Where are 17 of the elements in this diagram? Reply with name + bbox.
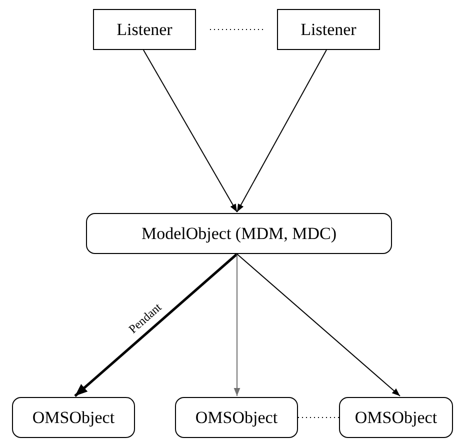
node-label: OMSObject [32, 408, 115, 428]
node-label: OMSObject [195, 408, 278, 428]
node-label: ModelObject (MDM, MDC) [141, 224, 336, 244]
process-box [93, 9, 196, 50]
rounded-box [175, 397, 298, 438]
node-label: Listener [300, 20, 356, 40]
arrow [236, 50, 327, 212]
arrow [74, 253, 238, 397]
rounded-box [339, 397, 453, 438]
process-box [277, 9, 380, 50]
node-label: Listener [116, 20, 172, 40]
arrow [234, 254, 240, 396]
arrow [236, 254, 400, 396]
arrow [142, 50, 238, 212]
node-label: OMSObject [354, 408, 438, 428]
rounded-box [86, 213, 392, 254]
rounded-box [12, 397, 135, 438]
